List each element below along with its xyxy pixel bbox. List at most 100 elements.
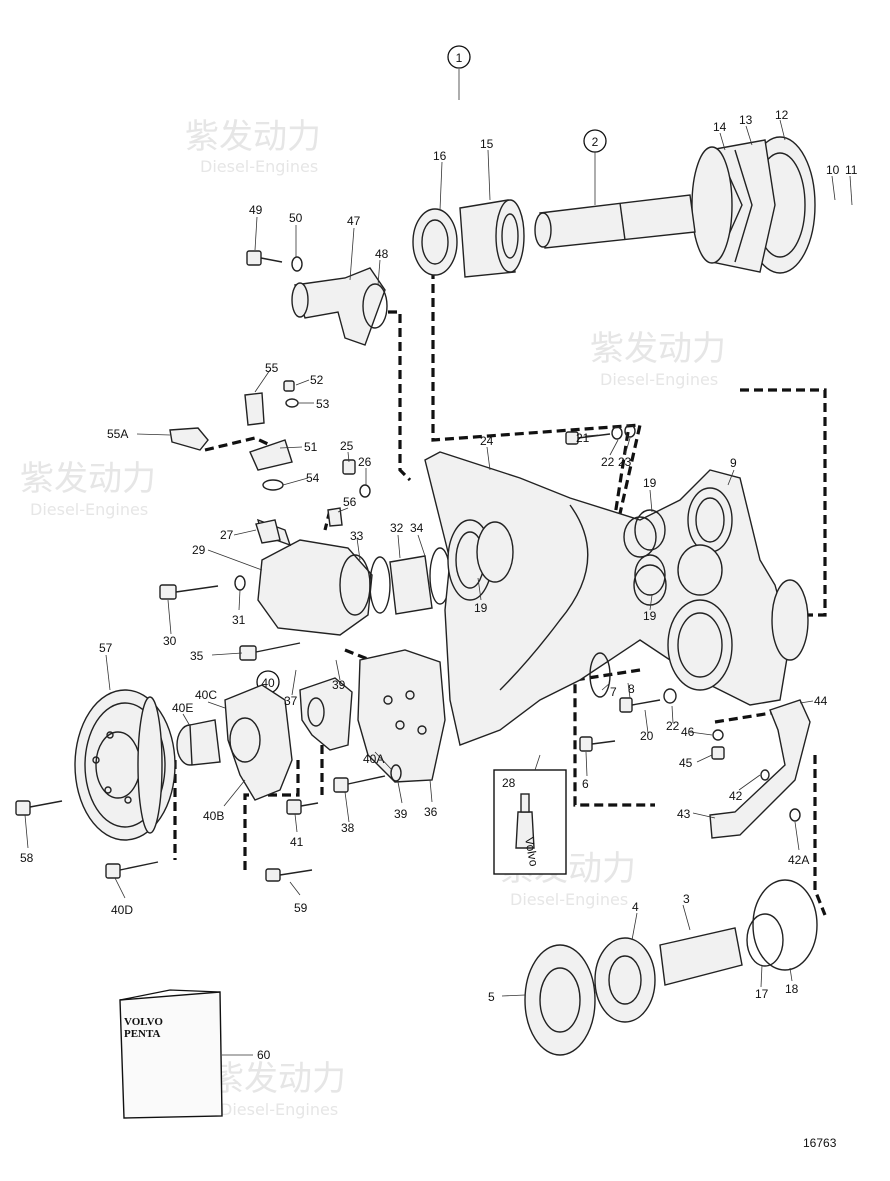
- main-housing: [424, 451, 809, 746]
- part-number-label: 28: [502, 776, 516, 790]
- part-number-label: 42A: [788, 853, 809, 867]
- part-number-label: 40B: [203, 809, 224, 823]
- thermostat: [369, 547, 451, 615]
- part-number-label: 11: [845, 163, 858, 177]
- watermark-en: Diesel-Engines: [510, 890, 628, 909]
- part-number-label: 12: [775, 108, 789, 122]
- part-number-label: 40E: [172, 701, 193, 715]
- watermark-layer: 紫发动力 Diesel-Engines 紫发动力 Diesel-Engines …: [20, 117, 726, 1119]
- tensioner-bracket: [299, 649, 446, 783]
- watermark-en: Diesel-Engines: [200, 157, 318, 176]
- box-brand-line-2: PENTA: [124, 1028, 161, 1040]
- pump-impeller-assembly: [691, 136, 816, 274]
- watermark-cn: 紫发动力: [590, 329, 726, 369]
- part-number-label: 14: [713, 120, 727, 134]
- sealant-tube-box: Volvo: [493, 769, 567, 875]
- part-number-label: 40D: [111, 903, 133, 917]
- part-number-label: 10: [826, 163, 840, 177]
- bearing-and-seal: [412, 199, 525, 278]
- tube-label: Volvo: [522, 836, 541, 868]
- o-rings: [634, 509, 666, 596]
- part-number-label: 51: [304, 440, 318, 454]
- volvo-penta-package: VOLVO PENTA: [119, 989, 223, 1119]
- part-number-label: 53: [316, 397, 330, 411]
- part-number-label: 30: [163, 634, 177, 648]
- part-number-label: 39: [394, 807, 408, 821]
- part-number-label: 32: [390, 521, 404, 535]
- part-number-label: 6: [582, 777, 589, 791]
- part-number-label: 22: [666, 719, 680, 733]
- part-number-label: 52: [310, 373, 324, 387]
- part-number-label: 24: [480, 434, 494, 448]
- part-number-label: 34: [410, 521, 424, 535]
- part-number-label: 45: [679, 756, 693, 770]
- part-number-label: 29: [192, 543, 206, 557]
- part-number-label: 9: [730, 456, 737, 470]
- part-number-label: 40C: [195, 688, 217, 702]
- part-number-label: 25: [340, 439, 354, 453]
- part-number-label: 46: [681, 725, 695, 739]
- part-number-label: 55: [265, 361, 279, 375]
- part-number-label: 39: [332, 678, 346, 692]
- part-number-label: 3: [683, 892, 690, 906]
- watermark-cn: 紫发动力: [185, 117, 321, 157]
- circled-label-1: 1: [447, 45, 471, 69]
- part-number-label: 58: [20, 851, 34, 865]
- part-number-label: 60: [257, 1048, 271, 1062]
- part-number-label: 20: [640, 729, 654, 743]
- bolts-upper: [255, 424, 636, 544]
- part-number-label: 22: [601, 455, 615, 469]
- part-number-labels: 3 4 5 6 7 8 9 10 11 12 13 14 15 16 17 18…: [20, 108, 858, 1062]
- box-brand-line-1: VOLVO: [124, 1016, 163, 1028]
- part-number-label: 47: [347, 214, 361, 228]
- watermark-en: Diesel-Engines: [600, 370, 718, 389]
- part-number-label: 59: [294, 901, 308, 915]
- part-number-label: 19: [643, 609, 657, 623]
- figure-number: 16763: [803, 1136, 837, 1150]
- part-number-label: 21: [576, 431, 590, 445]
- part-number-label: 55A: [107, 427, 128, 441]
- watermark-en: Diesel-Engines: [220, 1100, 338, 1119]
- watermark-cn: 紫发动力: [210, 1059, 346, 1099]
- pump-shaft: [534, 194, 696, 249]
- part-number-label: 5: [488, 990, 495, 1004]
- part-number-label: 42: [729, 789, 743, 803]
- part-number-label: 31: [232, 613, 246, 627]
- part-number-label: 19: [643, 476, 657, 490]
- part-number-label: 8: [628, 682, 635, 696]
- svg-text:2: 2: [592, 135, 599, 149]
- part-number-label: 16: [433, 149, 447, 163]
- part-number-label: 4: [632, 900, 639, 914]
- leader-lines: [24, 69, 853, 1056]
- part-number-label: 50: [289, 211, 303, 225]
- small-fasteners: [169, 250, 303, 491]
- part-number-label: 40A: [363, 752, 384, 766]
- part-number-label: 49: [249, 203, 263, 217]
- part-number-label: 7: [610, 685, 617, 699]
- part-number-label: 41: [290, 835, 304, 849]
- part-number-label: 23: [618, 455, 632, 469]
- part-number-label: 56: [343, 495, 357, 509]
- idler-hub: [176, 684, 293, 801]
- part-number-label: 33: [350, 529, 364, 543]
- crank-pulley: [74, 689, 176, 841]
- part-number-label: 35: [190, 649, 204, 663]
- part-number-label: 57: [99, 641, 113, 655]
- part-number-label: 26: [358, 455, 372, 469]
- part-number-label: 27: [220, 528, 234, 542]
- long-bolts: [159, 575, 301, 661]
- svg-text:1: 1: [456, 51, 463, 65]
- water-pipe: [709, 699, 811, 839]
- part-number-label: 19: [474, 601, 488, 615]
- part-number-label: 38: [341, 821, 355, 835]
- bolts-right: [579, 652, 677, 752]
- outlet-elbow: [291, 267, 388, 346]
- part-number-label: 36: [424, 805, 438, 819]
- circled-label-2: 2: [583, 129, 607, 153]
- part-number-label: 15: [480, 137, 494, 151]
- part-number-label: 13: [739, 113, 753, 127]
- part-number-label: 37: [284, 694, 298, 708]
- part-number-label: 54: [306, 471, 320, 485]
- bolts-lower: [15, 764, 402, 882]
